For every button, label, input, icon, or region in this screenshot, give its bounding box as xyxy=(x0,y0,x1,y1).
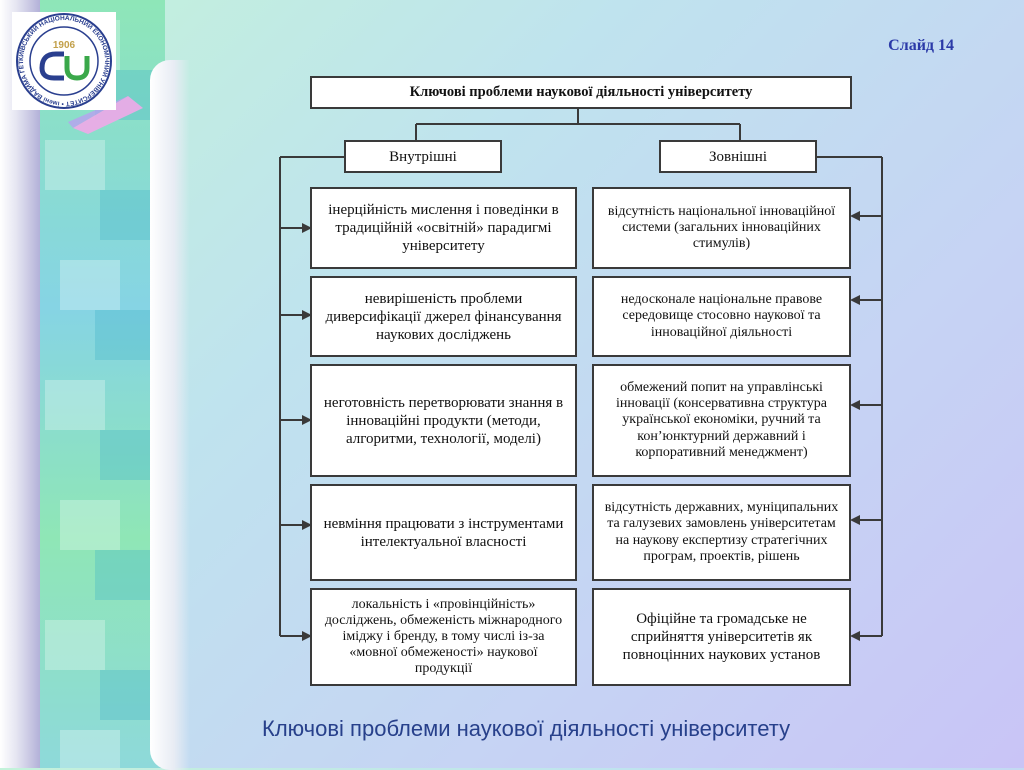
internal-item-box: інерційність мислення і поведінки в трад… xyxy=(310,187,577,269)
external-item-box: відсутність державних, муніципальних та … xyxy=(592,484,851,581)
left-pillar-decoration xyxy=(0,0,40,768)
external-item-box: відсутність національної інноваційної си… xyxy=(592,187,851,269)
external-category-box: Зовнішні xyxy=(659,140,817,173)
internal-category-box: Внутрішні xyxy=(344,140,502,173)
diagram-title-box: Ключові проблеми наукової діяльності уні… xyxy=(310,76,852,109)
internal-item-box: невміння працювати з інструментами інтел… xyxy=(310,484,577,581)
external-item-box: обмежений попит на управлінські інноваці… xyxy=(592,364,851,477)
internal-item-box: неготовність перетворювати знання в інно… xyxy=(310,364,577,477)
external-item-box: Офіційне та громадське не сприйняття уні… xyxy=(592,588,851,686)
logo-year: 1906 xyxy=(53,40,76,51)
right-pillar-decoration xyxy=(150,60,190,770)
internal-item-box: невирішеність проблеми диверсифікації дж… xyxy=(310,276,577,357)
internal-item-box: локальність і «провінційність» досліджен… xyxy=(310,588,577,686)
slide-footer-title: Ключові проблеми наукової діяльності уні… xyxy=(262,716,791,741)
slide-number: Слайд 14 xyxy=(888,37,954,54)
external-item-box: недосконале національне правове середови… xyxy=(592,276,851,357)
university-logo: КИЇВСЬКИЙ НАЦІОНАЛЬНИЙ ЕКОНОМІЧНИЙ УНІВЕ… xyxy=(9,7,116,110)
